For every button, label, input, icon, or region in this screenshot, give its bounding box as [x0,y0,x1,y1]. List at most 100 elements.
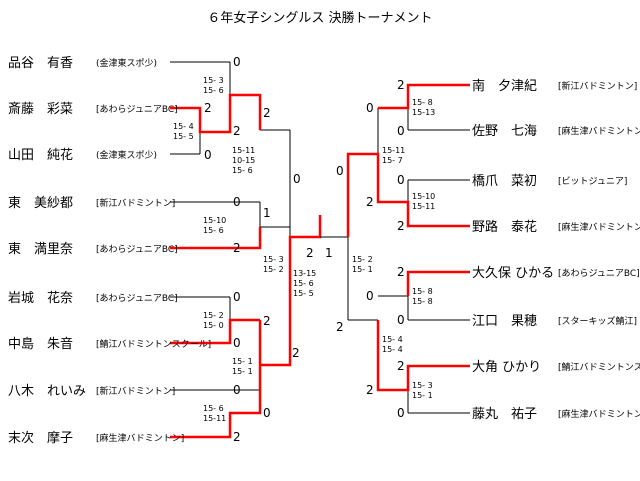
game-score: 15-11 [203,414,226,423]
game-score: 15- 6 [203,226,224,235]
player-club: [鯖江バドミントンスクール] [96,338,211,350]
match-score: 2 [366,383,374,397]
player-name: 野路 泰花 [472,219,537,235]
game-score: 15- 1 [232,367,253,376]
game-score: 15-10 [412,192,435,201]
player-name: 八木 れいみ [8,384,86,399]
game-score: 15- 1 [352,265,373,274]
player-club: [新江バドミントン] [558,80,637,92]
game-score: 10-15 [232,156,255,165]
game-score: 15-11 [382,146,405,155]
player-name: 南 夕津紀 [472,78,537,94]
player-club: [あわらジュニアBC] [96,104,178,115]
game-score: 15- 3 [412,381,433,390]
game-score: 15- 8 [412,297,433,306]
match-score: 0 [233,383,241,397]
player-club: [麻生津バドミントン] [558,125,640,137]
player-name: 末次 摩子 [8,430,73,446]
game-score: 15- 8 [412,287,433,296]
game-score: 15- 6 [203,86,224,95]
player-name: 東 満里奈 [8,241,73,257]
winner-path [376,320,470,392]
player-club: [あわらジュニアBC] [96,293,178,304]
player-club: [麻生津バドミントン] [96,432,184,444]
game-score: 15- 1 [412,391,433,400]
game-score: 15- 2 [263,265,284,274]
match-scores: 0 2 2 0 0 1 2 0 2 0 2 0 2 2 0 1 2 0 2 0 … [204,55,405,444]
match-score: 1 [325,246,333,260]
game-score: 15- 8 [412,98,433,107]
match-score: 0 [233,55,241,69]
match-score: 0 [366,289,374,303]
winner-path [170,93,262,134]
match-score: 2 [397,265,405,279]
winner-path [378,83,470,110]
match-score: 0 [263,406,271,420]
player-name: 斎藤 彩菜 [8,101,73,117]
match-score: 2 [263,106,271,120]
game-score: 15- 4 [382,335,403,344]
player-club: [あわらジュニアBC] [558,268,640,279]
match-score: 0 [293,172,301,186]
left-player-list: 品谷 有香 (金津東スポ少) 斎藤 彩菜 [あわらジュニアBC] 山田 純花 (… [8,56,211,446]
match-score: 2 [233,124,241,138]
game-score: 15-11 [232,146,255,155]
player-club: [ビットジュニア] [558,176,627,187]
game-score: 15- 5 [293,289,314,298]
player-name: 橋爪 菜初 [472,174,537,189]
winner-path [406,270,470,296]
match-score: 0 [204,148,212,162]
winner-path [170,318,260,345]
player-club: (金津東スポ少) [96,57,157,69]
match-score: 2 [306,246,314,260]
winner-path [260,215,322,367]
winner-path [170,320,262,439]
player-club: [鯖江バドミントンスクール] [558,361,640,373]
game-score: 15- 6 [232,166,253,175]
match-score: 0 [397,406,405,420]
game-score: 15- 0 [203,321,224,330]
match-score: 2 [397,78,405,92]
game-score: 15- 5 [173,132,194,141]
match-score: 0 [233,290,241,304]
match-score: 0 [397,313,405,327]
match-score: 2 [204,101,212,115]
player-club: (金津東スポ少) [96,149,157,161]
game-score: 15- 1 [232,357,253,366]
game-score: 15- 6 [203,404,224,413]
game-score: 15-10 [203,216,226,225]
player-name: 東 美紗都 [8,195,73,211]
game-score: 15- 3 [263,255,284,264]
game-score: 15- 4 [382,345,403,354]
player-club: [新江バドミントン] [96,385,175,397]
match-score: 2 [292,346,300,360]
match-score: 2 [397,359,405,373]
match-score: 2 [336,320,344,334]
match-score: 0 [366,101,374,115]
game-score: 15- 2 [352,255,373,264]
player-club: [スターキッズ鯖江] [558,315,637,327]
match-score: 2 [366,195,374,209]
match-score: 0 [336,164,344,178]
match-score: 1 [263,206,271,220]
player-name: 大久保 ひかる [472,266,554,281]
game-score: 15- 2 [203,311,224,320]
game-scores: 15- 3 15- 6 15- 4 15- 5 15-11 10-15 15- … [173,76,435,423]
match-score: 0 [233,336,241,350]
match-score: 0 [397,173,405,187]
player-name: 大角 ひかり [472,360,541,375]
game-score: 15- 7 [382,156,403,165]
player-name: 岩城 花奈 [8,290,73,306]
match-score: 2 [233,241,241,255]
game-score: 15- 3 [203,76,224,85]
game-score: 15- 6 [293,279,314,288]
game-score: 15-11 [412,202,435,211]
game-score: 13-15 [293,269,316,278]
right-player-list: 南 夕津紀 [新江バドミントン] 佐野 七海 [麻生津バドミントン] 橋爪 菜初… [472,78,640,422]
match-score: 2 [233,430,241,444]
player-club: [麻生津バドミントン] [558,408,640,420]
winner-path [170,227,262,250]
game-score: 15-13 [412,108,435,117]
page-title: ６年女子シングルス 決勝トーナメント [207,10,432,26]
player-name: 江口 果穂 [472,314,537,329]
